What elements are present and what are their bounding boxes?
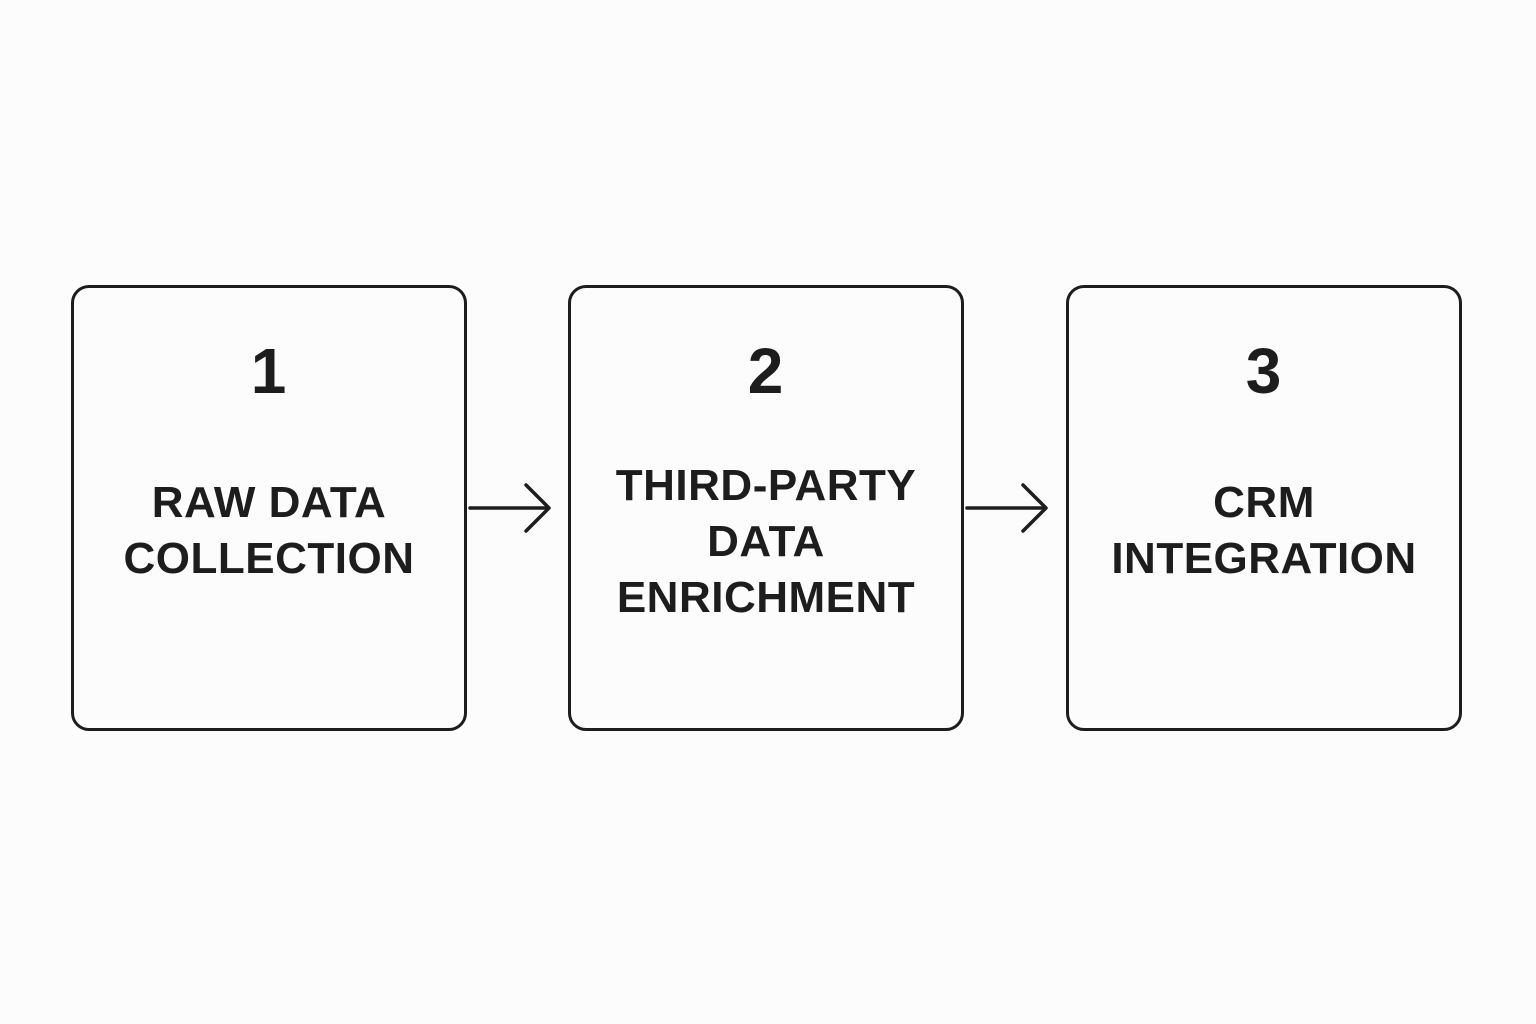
step-label: CRM INTEGRATION [1111,478,1417,583]
step-box-third-party-data-enrichment: 2 THIRD-PARTY DATA ENRICHMENT [568,285,964,731]
step-label: RAW DATA COLLECTION [123,478,415,583]
step-box-crm-integration: 3 CRM INTEGRATION [1066,285,1462,731]
step-number: 3 [1245,335,1283,407]
step-number: 1 [250,335,288,407]
arrow-right-icon [468,483,551,533]
step-label: THIRD-PARTY DATA ENRICHMENT [615,461,917,622]
arrow-right-icon [965,483,1048,533]
step-number: 2 [747,335,785,407]
step-box-raw-data-collection: 1 RAW DATA COLLECTION [71,285,467,731]
